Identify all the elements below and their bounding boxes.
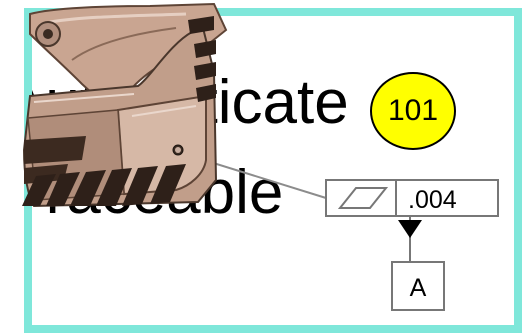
number-badge: 101: [370, 72, 456, 150]
datum-box: [391, 261, 445, 311]
tolerance-value: .004: [408, 186, 457, 214]
fcf-box: [325, 179, 499, 217]
feature-control-frame: .004: [325, 179, 499, 217]
heatsink-part-image: [22, 2, 228, 208]
flatness-parallelogram-icon: [337, 187, 389, 209]
datum-feature-symbol: A: [391, 216, 445, 311]
datum-letter: A: [410, 274, 427, 302]
datum-triangle-icon: [398, 220, 422, 238]
